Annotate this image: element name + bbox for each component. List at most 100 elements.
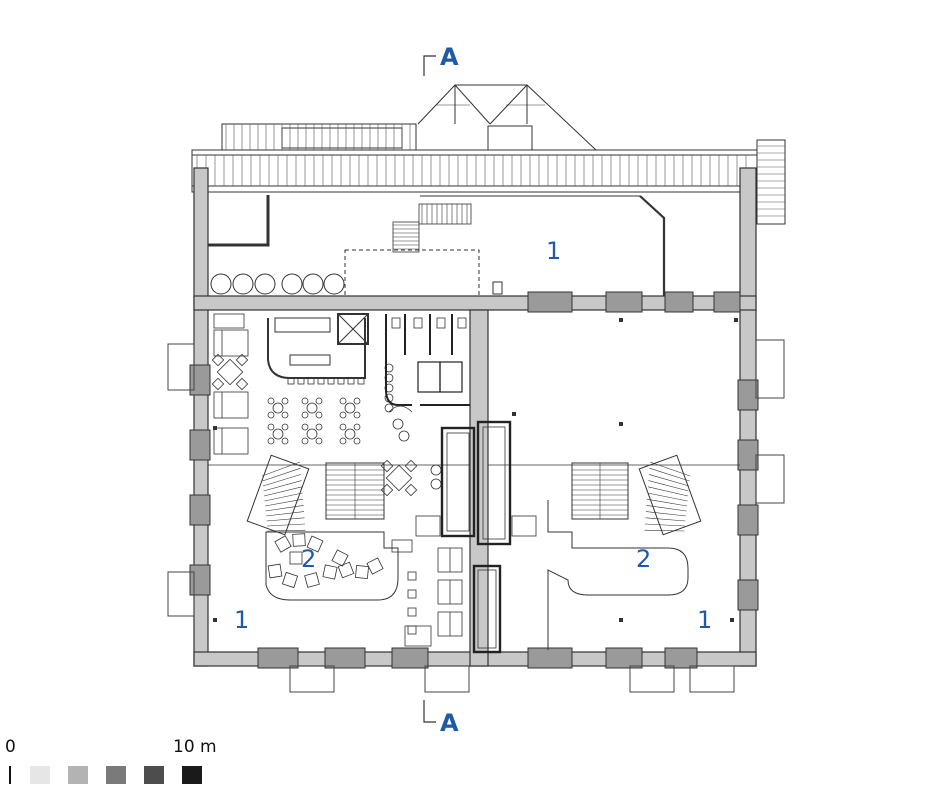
cafe-table <box>430 464 442 476</box>
angled-tread <box>645 517 686 522</box>
angled-tread <box>647 486 689 497</box>
cafe-table <box>272 402 284 414</box>
angled-tread <box>649 461 691 477</box>
cafe-table <box>344 428 356 440</box>
cafe-chair <box>339 423 347 431</box>
wall-piers <box>189 291 759 669</box>
cafe-chair <box>339 437 347 445</box>
lounge-chair <box>274 535 292 553</box>
lounge-chair <box>337 561 355 579</box>
chair <box>235 377 249 391</box>
lounge-chair <box>354 564 370 580</box>
cafe-table <box>306 402 318 414</box>
cafe-chair <box>301 423 309 431</box>
booth <box>213 427 249 455</box>
section-marker-bottom: A <box>423 700 459 737</box>
dining-chair <box>407 589 417 599</box>
cafe-chair <box>281 397 289 405</box>
tank <box>281 273 303 295</box>
cafe-chair <box>301 437 309 445</box>
lounge-chairs <box>267 533 413 589</box>
lounge-chair <box>366 557 384 575</box>
angled-tread <box>262 474 302 487</box>
bar-stool <box>317 377 325 385</box>
chair <box>404 459 418 473</box>
cafe-chair <box>267 397 275 405</box>
section-letter-bottom: A <box>440 709 459 737</box>
toilet-fixtures <box>388 317 467 442</box>
chair <box>235 353 249 367</box>
angled-tread <box>649 467 690 482</box>
dining-row <box>404 547 463 647</box>
room-label-west-stair: 2 <box>301 545 316 573</box>
section-letter-top: A <box>440 43 459 71</box>
booth <box>213 329 249 357</box>
chair <box>211 377 225 391</box>
scale-bar: 0 10 m <box>5 737 217 784</box>
angled-tread <box>267 529 306 532</box>
chair <box>211 353 225 367</box>
room-label-annex: 1 <box>546 237 561 265</box>
cafe-chair <box>353 437 361 445</box>
tank <box>254 273 276 295</box>
stool <box>384 403 394 413</box>
bar-stool <box>337 377 345 385</box>
cafe-table <box>344 402 356 414</box>
angled-tread <box>262 467 301 482</box>
dining-chair <box>407 607 417 617</box>
angled-tread <box>264 492 303 502</box>
window-bays <box>167 339 785 693</box>
lounge-chair <box>292 533 306 547</box>
lounge-chair <box>331 549 349 567</box>
room-label-east-stair: 2 <box>636 545 651 573</box>
cafe-chair <box>301 397 309 405</box>
chair <box>404 483 418 497</box>
cafe-chair <box>281 423 289 431</box>
cafe-chair <box>281 411 289 419</box>
lounge-chair <box>304 572 320 588</box>
bar-stool <box>347 377 355 385</box>
angled-tread <box>264 498 304 507</box>
dining-chair <box>407 625 417 635</box>
elevator-inner <box>415 426 537 649</box>
cafe-tables <box>267 397 442 490</box>
angled-tread <box>646 498 688 507</box>
angled-tread <box>266 523 306 527</box>
lounge-chair <box>281 571 299 589</box>
cafe-chair <box>281 437 289 445</box>
angled-tread <box>263 486 303 497</box>
angled-tread <box>265 505 304 512</box>
cafe-chair <box>353 423 361 431</box>
east-stair-treads <box>572 461 691 532</box>
diamond-table <box>385 464 413 492</box>
cafe-chair <box>339 397 347 405</box>
booth-seating <box>211 313 418 497</box>
scale-tick <box>9 766 11 784</box>
bar-stool <box>357 377 365 385</box>
diamond-table <box>216 358 244 386</box>
angled-tread <box>645 511 687 517</box>
scale-swatch <box>30 766 50 784</box>
side-table <box>391 539 413 553</box>
annex-stair-treads <box>393 204 468 250</box>
restrooms <box>385 314 470 406</box>
angled-tread <box>266 517 305 522</box>
angled-tread <box>263 480 302 492</box>
tank <box>302 273 324 295</box>
cafe-chair <box>315 437 323 445</box>
bar-stool <box>327 377 335 385</box>
cafe-chair <box>353 411 361 419</box>
room-label-east-hall: 1 <box>697 606 712 634</box>
east-stair <box>547 454 702 650</box>
angled-tread <box>648 474 690 487</box>
lounge-chair <box>267 563 283 579</box>
scale-swatch <box>144 766 164 784</box>
scale-end-label: 10 m <box>173 737 217 757</box>
angled-tread <box>644 529 685 532</box>
cafe-chair <box>301 411 309 419</box>
storage-tanks <box>210 273 345 295</box>
annex-room <box>208 195 666 297</box>
cafe-chair <box>267 411 275 419</box>
column-markers <box>213 318 738 622</box>
room-label-west-hall: 1 <box>234 606 249 634</box>
